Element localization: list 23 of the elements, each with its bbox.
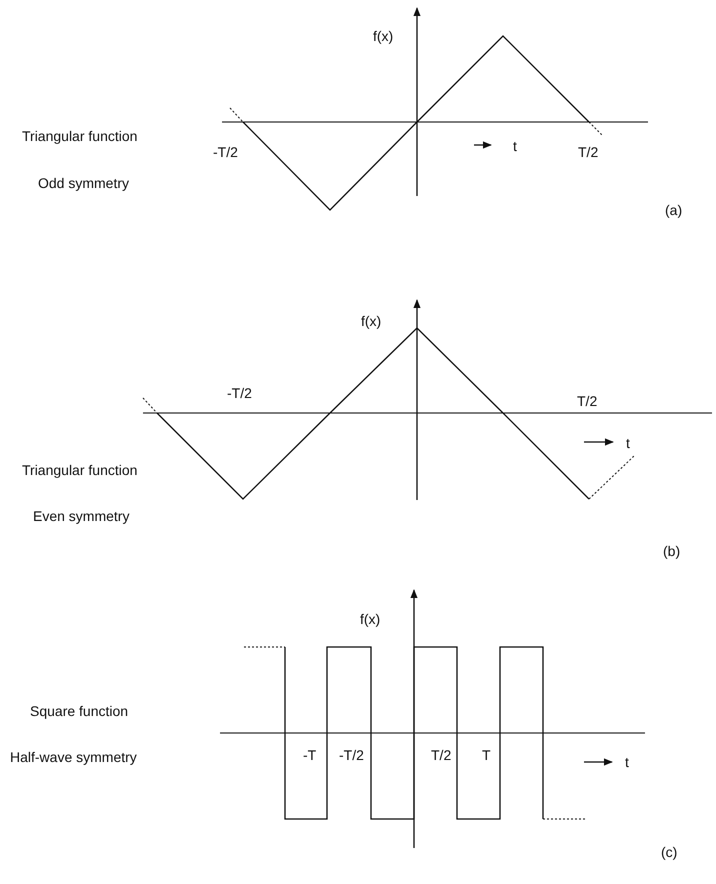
panel-label: (c) <box>661 844 678 860</box>
function-label: Square function <box>30 703 128 719</box>
axis-label: f(x) <box>373 28 394 44</box>
symmetry-label: Even symmetry <box>33 508 130 524</box>
tick-label: T/2 <box>577 393 598 409</box>
tick-label: -T/2 <box>213 144 238 160</box>
tick-label: -T/2 <box>227 385 252 401</box>
tick-label: T/2 <box>578 144 598 160</box>
panel-label: (b) <box>663 543 680 559</box>
tick-label: T <box>482 747 491 763</box>
tick-label: T/2 <box>431 747 452 763</box>
function-label: Triangular function <box>22 128 138 144</box>
axis-label: f(x) <box>360 611 380 627</box>
axis-label: t <box>625 754 629 770</box>
panel-label: (a) <box>665 202 682 218</box>
symmetry-label: Odd symmetry <box>38 175 130 191</box>
axis-label: f(x) <box>361 313 382 329</box>
axis-label: t <box>513 138 517 154</box>
tick-label: -T <box>303 747 316 763</box>
axis-label: t <box>626 435 630 451</box>
function-label: Triangular function <box>22 462 138 478</box>
tick-label: -T/2 <box>339 747 364 763</box>
symmetry-label: Half-wave symmetry <box>10 749 137 765</box>
